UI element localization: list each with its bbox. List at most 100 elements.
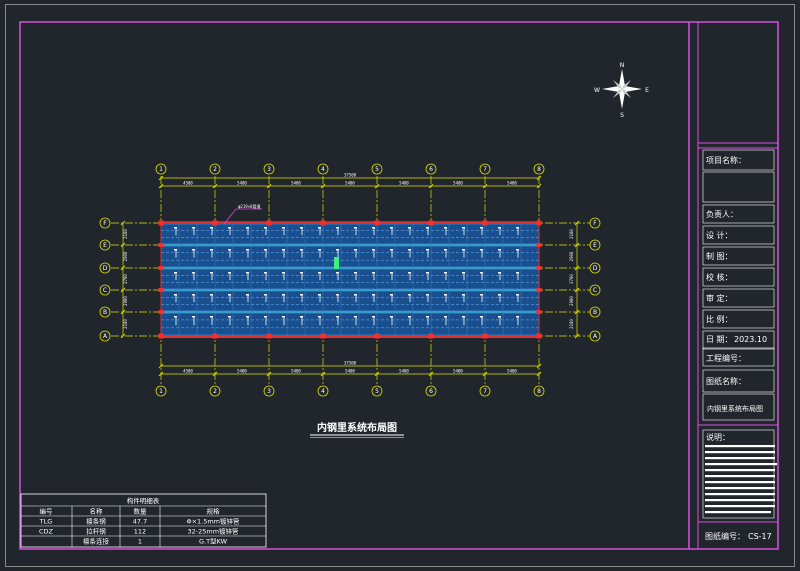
hanger-tag: [264, 227, 267, 229]
dim-tick: [120, 220, 126, 226]
axis-col-bottom-label: 8: [537, 388, 541, 395]
hanger-tag: [264, 249, 267, 251]
hanger-tag: [246, 227, 249, 229]
hanger-tag: [444, 294, 447, 296]
axis-col-bottom-circle: [425, 385, 437, 397]
table-cell: 檩条连接: [83, 537, 110, 546]
axis-col-top-circle: [209, 163, 221, 175]
column-node: [536, 288, 542, 292]
bottom-dim-span-label: 4500: [183, 369, 193, 374]
axis-col-bottom-circle: [209, 385, 221, 397]
axis-col-bottom-label: 6: [429, 388, 433, 395]
hanger-tag: [516, 316, 519, 318]
hanger-tag: [174, 249, 177, 251]
hanger-tag: [246, 272, 249, 274]
compass-rose: N E S W: [594, 62, 649, 119]
owner-label: 负责人：: [706, 209, 738, 219]
column-node: [158, 288, 164, 292]
hanger-tag: [336, 316, 339, 318]
right-dim-span-label: 2700: [569, 274, 574, 284]
hanger-tag: [426, 227, 429, 229]
hanger-tag: [246, 294, 249, 296]
hanger-tag: [210, 249, 213, 251]
hanger-tag: [390, 316, 393, 318]
top-dim-span-label: 4500: [183, 181, 193, 186]
bottom-dim-span-label: 5400: [399, 369, 409, 374]
dim-tick: [482, 183, 488, 189]
table-cell: TLG: [39, 518, 53, 526]
axis-col-top-circle: [317, 163, 329, 175]
hanger-tag: [444, 272, 447, 274]
hanger-tag: [336, 294, 339, 296]
dim-tick: [158, 371, 164, 377]
column-node: [158, 334, 164, 338]
top-dim-span-label: 5400: [399, 181, 409, 186]
compass-west-label: W: [594, 87, 600, 94]
axis-col-bottom-label: 3: [267, 388, 271, 395]
dim-tick: [574, 242, 580, 248]
hanger-tag: [516, 272, 519, 274]
table-header-cell: 规格: [207, 507, 221, 516]
axis-col-bottom-circle: [263, 385, 275, 397]
hanger-tag: [264, 272, 267, 274]
dim-tick: [428, 371, 434, 377]
table-cell: G.T型KW: [199, 537, 228, 546]
hanger-tag: [264, 294, 267, 296]
column-node: [428, 220, 434, 226]
table-cell: 1: [138, 538, 142, 546]
dim-tick: [574, 265, 580, 271]
dim-tick: [536, 363, 542, 369]
axis-col-top-label: 5: [375, 166, 379, 173]
hanger-tag: [354, 272, 357, 274]
table-header-cell: 名称: [90, 507, 104, 516]
dim-tick: [574, 309, 580, 315]
hanger-tag: [462, 294, 465, 296]
project-name-label: 项目名称：: [706, 155, 746, 165]
hanger-tag: [228, 249, 231, 251]
axis-col-bottom-circle: [155, 385, 167, 397]
hanger-tag: [390, 272, 393, 274]
hanger-tag: [318, 316, 321, 318]
column-node: [320, 220, 326, 226]
dim-tick: [120, 242, 126, 248]
design-label: 设 计：: [706, 230, 733, 240]
table-header-cell: 编号: [40, 507, 54, 516]
section-marker: [334, 257, 339, 269]
bottom-dim-span-label: 5400: [507, 369, 517, 374]
hanger-tag: [210, 227, 213, 229]
hanger-tag: [462, 272, 465, 274]
hanger-tag: [246, 316, 249, 318]
axis-col-bottom-circle: [317, 385, 329, 397]
axis-col-top-label: 2: [213, 166, 217, 173]
hanger-tag: [444, 227, 447, 229]
drawing-no-value: CS-17: [748, 532, 772, 541]
column-node: [428, 333, 434, 339]
axis-row-left-circle: [99, 284, 111, 296]
column-node: [482, 333, 488, 339]
axis-col-top-circle: [263, 163, 275, 175]
hanger-tag: [462, 227, 465, 229]
axis-row-left-circle: [99, 262, 111, 274]
notes-label: 说明：: [706, 432, 730, 442]
hanger-tag: [264, 316, 267, 318]
hanger-tag: [498, 227, 501, 229]
hanger-tag: [408, 294, 411, 296]
dim-tick: [574, 287, 580, 293]
hanger-tag: [318, 294, 321, 296]
top-dim-span-label: 5400: [291, 181, 301, 186]
sheet-outer-border: [5, 4, 795, 567]
axis-row-left-label: C: [103, 287, 107, 294]
axis-col-bottom-label: 1: [159, 388, 163, 395]
hanger-tag: [444, 249, 447, 251]
top-dim-span-label: 5400: [345, 181, 355, 186]
axis-row-right-label: B: [593, 309, 597, 316]
hanger-tag: [300, 272, 303, 274]
hanger-tag: [408, 316, 411, 318]
axis-col-top-label: 3: [267, 166, 271, 173]
notes-text-block: [705, 445, 777, 514]
hanger-tag: [372, 249, 375, 251]
hanger-tag: [498, 272, 501, 274]
dim-tick: [374, 183, 380, 189]
drawing-title: 内钢里系统布局图: [317, 421, 397, 434]
